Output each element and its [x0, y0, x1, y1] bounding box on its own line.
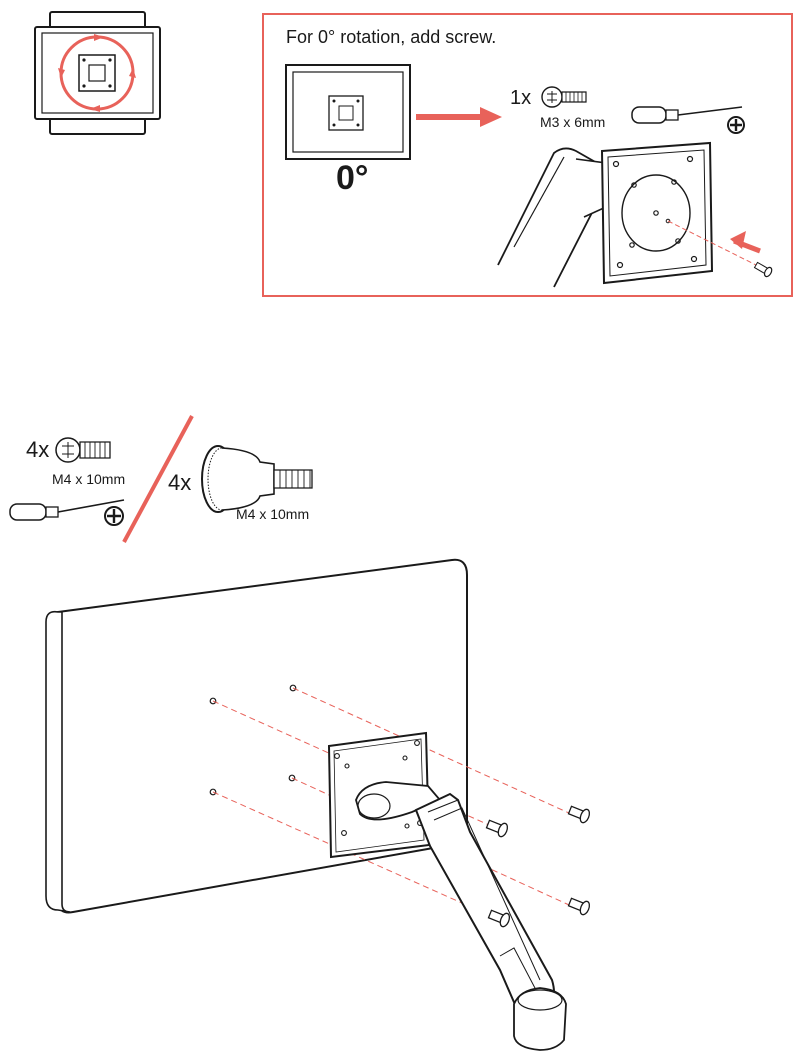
mounting-screws	[485, 805, 591, 928]
screw-option-size: M4 x 10mm	[52, 471, 126, 487]
angle-label: 0°	[336, 159, 369, 197]
monitor-arm	[355, 781, 567, 1051]
callout-instruction: For 0° rotation, add screw.	[286, 27, 497, 47]
rotation-diagram	[34, 11, 161, 135]
screw-option-quantity: 4x	[26, 437, 50, 462]
screw-quantity: 1x	[510, 87, 532, 109]
right-arrow-icon	[416, 107, 502, 127]
machine-screw-icon	[55, 437, 111, 463]
thumbscrew-icon	[201, 445, 313, 513]
phillips-screwdriver-icon	[631, 106, 745, 134]
thumbscrew-option-size: M4 x 10mm	[236, 506, 310, 522]
zero-rotation-callout: For 0° rotation, add screw. 0° 1x M3 x 6…	[262, 13, 793, 297]
thumbscrew-option-quantity: 4x	[168, 470, 192, 495]
arm-mount-plate-illustration	[497, 141, 773, 288]
screw-size: M3 x 6mm	[540, 114, 606, 130]
screwdriver-tool-icon	[9, 499, 125, 526]
monitor-front-icon	[285, 64, 411, 160]
screw-icon	[541, 86, 587, 108]
or-divider	[122, 415, 194, 543]
